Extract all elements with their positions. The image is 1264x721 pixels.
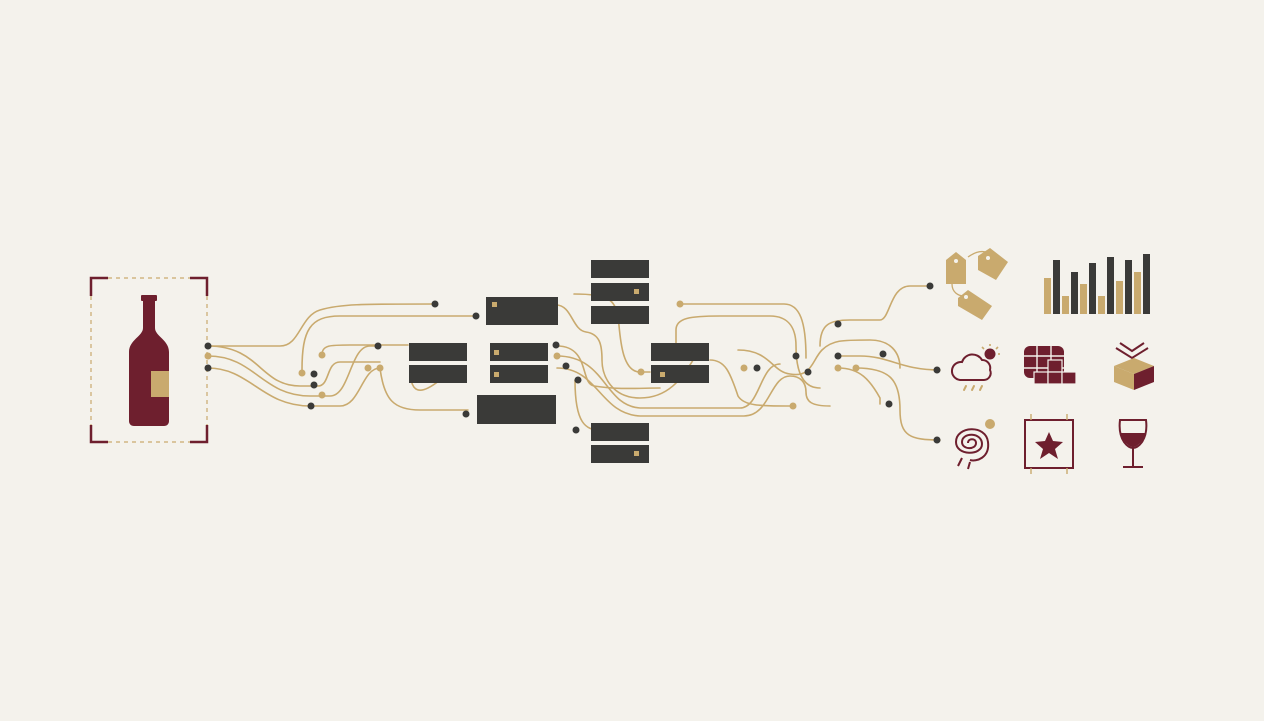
server-block-4	[477, 395, 556, 424]
bar	[1125, 260, 1132, 314]
bar	[1116, 281, 1123, 314]
bar	[1062, 296, 1069, 314]
source-frame	[89, 276, 209, 444]
bar	[1071, 272, 1078, 314]
bar	[1089, 263, 1096, 314]
server-stack-6	[651, 343, 709, 383]
star-rating-icon	[1024, 414, 1074, 474]
bar	[1107, 257, 1114, 314]
server-stack-3	[490, 343, 548, 383]
bar	[1053, 260, 1060, 314]
box-icon	[1114, 342, 1154, 390]
aroma-swirl-icon	[954, 419, 995, 470]
wire-dots	[204, 282, 941, 444]
connection-wires	[207, 285, 941, 441]
bar	[1044, 278, 1051, 314]
server-stack-7	[591, 423, 649, 463]
wine-glass-icon	[1118, 419, 1148, 468]
bar	[1080, 284, 1087, 314]
weather-icon	[951, 344, 1000, 391]
wine-bottle-icon	[129, 295, 169, 426]
barrels-icon	[1024, 346, 1077, 385]
server-block-2	[486, 297, 558, 325]
bar-chart-icon	[1044, 254, 1150, 314]
bar	[1098, 296, 1105, 314]
bar	[1134, 272, 1141, 314]
server-stack-5	[591, 260, 649, 324]
server-stack-1	[409, 343, 467, 383]
price-tags-icon	[946, 248, 1008, 320]
bar	[1143, 254, 1150, 314]
